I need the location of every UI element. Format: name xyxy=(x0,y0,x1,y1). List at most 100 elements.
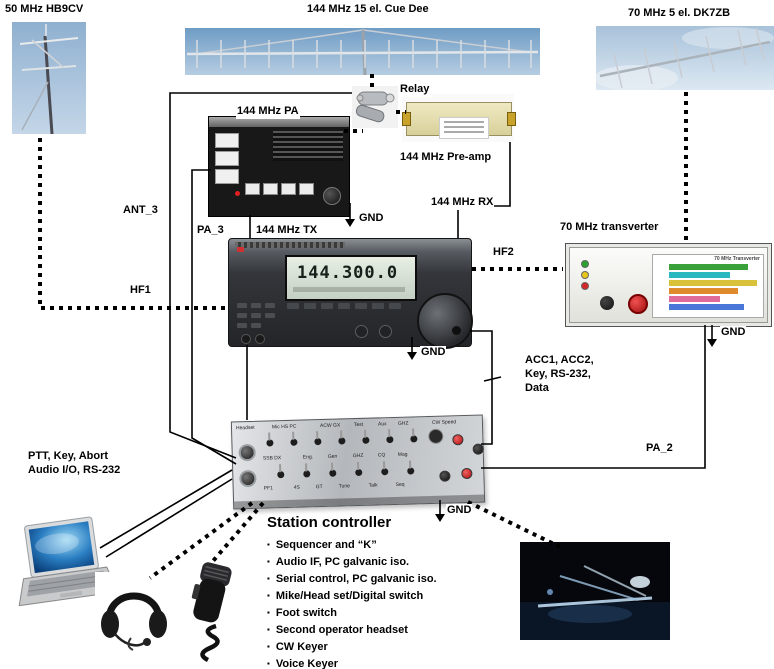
radio-function-key xyxy=(389,303,401,309)
preamp-connector-left xyxy=(402,112,411,126)
antenna-144mhz-drawing xyxy=(186,29,539,76)
controller-title: Station controller xyxy=(267,514,392,531)
laptop-drawing xyxy=(18,516,119,607)
preamp-sticker xyxy=(439,117,489,139)
chart-bar xyxy=(669,288,739,294)
pa-meter-window xyxy=(215,133,239,148)
radio-power-button xyxy=(237,247,244,252)
label-antenna-70: 70 MHz 5 el. DK7ZB xyxy=(627,7,732,21)
label-pc-link: PTT, Key, Abort Audio I/O, RS-232 xyxy=(27,450,122,478)
controller-feature-list: Sequencer and “K” Audio IF, PC galvanic … xyxy=(267,537,437,669)
chart-bar xyxy=(669,280,757,286)
label-hf2: HF2 xyxy=(492,246,515,260)
keyer-drawing xyxy=(520,542,670,640)
pa-meter-window xyxy=(215,169,239,184)
gnd-arrow-transverter xyxy=(707,325,717,347)
preamp-case xyxy=(406,102,512,139)
radio-frequency: 144.300.0 xyxy=(297,263,399,283)
gnd-arrow-controller xyxy=(435,500,445,522)
radio-function-key xyxy=(304,303,316,309)
radio-function-key xyxy=(338,303,350,309)
radio-button xyxy=(265,303,275,308)
tick-acc xyxy=(483,376,502,382)
label-gnd-transverter: GND xyxy=(720,326,747,340)
preamp-connector-right xyxy=(507,112,516,126)
line-ant3 xyxy=(169,92,352,459)
radio-button xyxy=(251,303,261,308)
pa-vent-grille xyxy=(273,131,343,161)
feature-item: Serial control, PC galvanic iso. xyxy=(267,571,437,588)
line-controller-mic xyxy=(211,501,265,563)
microphone-drawing xyxy=(191,562,232,663)
feature-item: Mike/Head set/Digital switch xyxy=(267,588,437,605)
gnd-arrow-pa xyxy=(345,203,355,227)
label-hf1: HF1 xyxy=(129,284,152,298)
radio-button xyxy=(237,303,247,308)
label-antenna-50: 50 MHz HB9CV xyxy=(4,3,85,17)
antenna-70mhz-photo xyxy=(594,26,774,91)
radio-function-key xyxy=(372,303,384,309)
pa-power-led xyxy=(235,191,240,196)
chart-bar xyxy=(669,296,720,302)
gnd-arrow-radio xyxy=(407,337,417,360)
line-controller-keyer xyxy=(467,500,561,549)
label-acc: ACC1, ACC2, Key, RS-232, Data xyxy=(524,354,595,396)
label-gnd-pa: GND xyxy=(358,212,385,226)
preamp-sticker-line xyxy=(444,126,484,128)
radio-phones-jack xyxy=(241,334,251,344)
chart-bar xyxy=(669,272,730,278)
headset-drawing xyxy=(101,592,167,651)
line-acc xyxy=(470,330,493,445)
label-144rx: 144 MHz RX xyxy=(430,196,495,210)
label-transverter: 70 MHz transverter xyxy=(559,221,660,235)
label-antenna-144: 144 MHz 15 el. Cue Dee xyxy=(306,3,430,17)
radio-button xyxy=(265,313,275,318)
radio-function-key xyxy=(355,303,367,309)
pa-switch xyxy=(299,183,314,195)
label-gnd-controller: GND xyxy=(446,504,473,518)
radio-mic-jack xyxy=(255,334,265,344)
transverter-led-green xyxy=(581,260,589,268)
feature-item: CW Keyer xyxy=(267,639,437,656)
pa-top-edge xyxy=(209,117,349,127)
transverter-red-button xyxy=(628,294,648,314)
radio-button xyxy=(251,313,261,318)
line-pa3 xyxy=(191,169,237,465)
label-relay: Relay xyxy=(399,83,431,97)
transverter-led-yellow xyxy=(581,271,589,279)
preamp-photo xyxy=(402,94,516,142)
radio-button xyxy=(237,313,247,318)
relay-drawing xyxy=(355,91,395,123)
feature-item: Second operator headset xyxy=(267,622,437,639)
line-pc-2 xyxy=(105,478,233,558)
label-144tx: 144 MHz TX xyxy=(255,224,319,238)
feature-item: Audio IF, PC galvanic iso. xyxy=(267,554,437,571)
transverter-panel-title: 70 MHz Transverter xyxy=(714,256,760,262)
pa-switch xyxy=(263,183,278,195)
feature-item: Foot switch xyxy=(267,605,437,622)
radio-small-knob xyxy=(379,325,392,338)
label-pa2: PA_2 xyxy=(645,442,674,456)
transverter-panel: 70 MHz Transverter xyxy=(569,247,768,323)
antenna-144mhz-photo xyxy=(185,28,540,76)
radio-smeter xyxy=(293,287,405,292)
antenna-50mhz-photo xyxy=(12,22,86,135)
radio-lcd: 144.300.0 xyxy=(285,255,417,301)
transverter-led-red xyxy=(581,282,589,290)
radio-button xyxy=(237,323,247,328)
chart-bar xyxy=(669,304,744,310)
pa-knob xyxy=(323,187,341,205)
radio-button xyxy=(251,323,261,328)
microphone-photo xyxy=(172,560,252,663)
line-antenna50-hf1 xyxy=(38,138,228,310)
transceiver-photo: 144.300.0 xyxy=(228,238,473,349)
label-gnd-radio: GND xyxy=(420,346,447,360)
chart-bar xyxy=(669,264,749,270)
line-controller-headset xyxy=(148,501,254,580)
pa-144mhz-photo xyxy=(208,116,350,217)
preamp-sticker-line xyxy=(444,121,484,123)
label-ant3: ANT_3 xyxy=(122,204,159,218)
radio-function-key xyxy=(287,303,299,309)
